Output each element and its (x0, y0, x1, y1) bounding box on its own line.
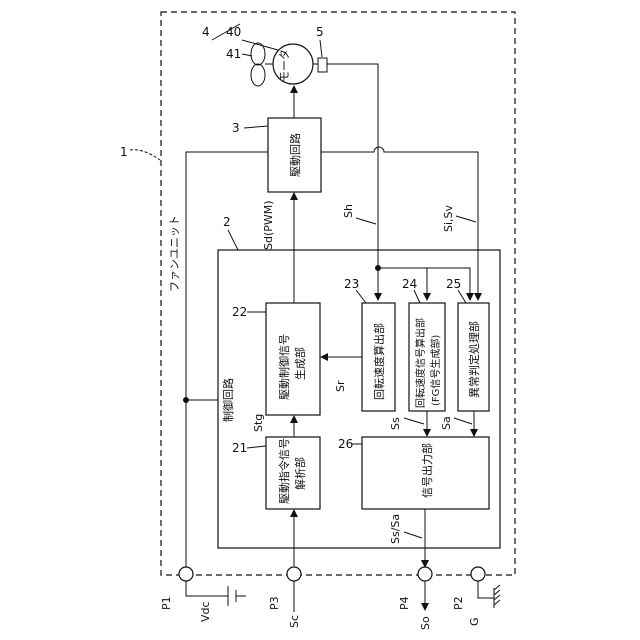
si-sv-label: Si,Sv (442, 204, 455, 232)
leader-40 (242, 40, 278, 50)
port-p4 (418, 567, 432, 581)
p2-label: P2 (452, 596, 465, 610)
ref-fan: 4 (202, 25, 210, 39)
ref-b23: 23 (344, 277, 359, 291)
fan-icon (251, 43, 274, 86)
ss-label: Ss (389, 417, 402, 430)
ref-b22: 22 (232, 305, 247, 319)
ground-icon (478, 581, 500, 608)
block-22-line1: 駆動制御信号 (277, 334, 291, 400)
ref-sensor: 5 (316, 25, 324, 39)
sa-label: Sa (440, 416, 453, 430)
ref-b26: 26 (338, 437, 353, 451)
ref-drive: 3 (232, 121, 240, 135)
leader-41 (242, 54, 252, 56)
stg-label: Stg (252, 414, 265, 432)
ref-blade: 41 (226, 47, 241, 61)
fan-unit-label: ファンユニット (168, 215, 181, 292)
port-p1 (179, 567, 193, 581)
sh-label: Sh (342, 204, 355, 218)
leader-ss (404, 418, 424, 424)
g-label: G (468, 617, 481, 626)
sd-label: Sd(PWM) (262, 200, 275, 250)
leader-3 (244, 126, 268, 128)
leader-si-sv (456, 216, 476, 222)
ref-b24: 24 (402, 277, 417, 291)
vdc-source-icon (186, 581, 246, 606)
ref-motor: 40 (226, 25, 241, 39)
sh-line (327, 64, 378, 300)
leader-ss-sa (404, 532, 422, 538)
ref-unit: 1 (120, 145, 128, 159)
leader-21 (247, 446, 266, 448)
leader-sh (356, 218, 376, 224)
ref-control: 2 (223, 215, 231, 229)
port-p3 (287, 567, 301, 581)
ref-b25: 25 (446, 277, 461, 291)
block-25-label: 異常判定処理部 (467, 321, 481, 398)
p3-label: P3 (268, 596, 281, 610)
p1-label: P1 (160, 596, 173, 610)
block-24-line1: 回転速度信号算出部 (414, 318, 427, 408)
sr-label: Sr (334, 380, 347, 392)
block-26-label: 信号出力部 (420, 443, 434, 498)
leader-23 (356, 290, 366, 303)
leader-24 (414, 290, 420, 303)
so-label: So (419, 616, 432, 630)
vdc-label: Vdc (199, 601, 212, 622)
control-circuit-label: 制御回路 (221, 378, 235, 422)
port-p2 (471, 567, 485, 581)
leader-25 (458, 290, 466, 303)
ref-b21: 21 (232, 441, 247, 455)
block-21-line2: 解析部 (293, 457, 307, 490)
ss-sa-label: Ss/Sa (389, 514, 402, 544)
leader-2 (228, 230, 238, 250)
leader-1 (130, 150, 160, 160)
sc-label: Sc (288, 615, 301, 628)
block-24-line2: (FG信号生成部) (429, 335, 442, 406)
block-21-line1: 駆動指令信号 (277, 438, 291, 504)
block-22-line2: 生成部 (293, 347, 307, 380)
sensor-icon (318, 58, 327, 72)
block-22-drive-control-signal-generator (266, 303, 320, 415)
leader-sa (454, 418, 472, 424)
leader-5 (320, 40, 322, 57)
motor-label: モータ (278, 49, 291, 82)
drive-circuit-label: 駆動回路 (288, 133, 302, 177)
block-21-drive-command-analyzer (266, 437, 320, 509)
p4-label: P4 (398, 596, 411, 610)
block-23-label: 回転速度算出部 (372, 323, 386, 400)
